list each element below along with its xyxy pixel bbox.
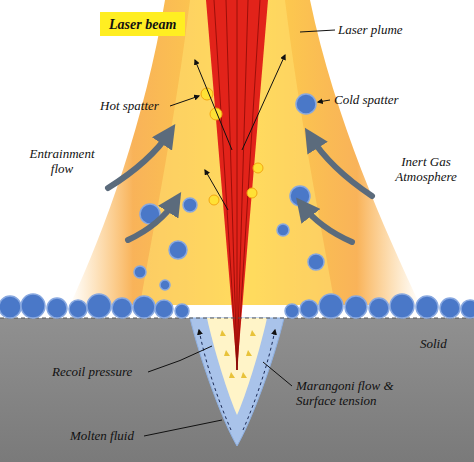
callout-label: Laser plume (338, 22, 403, 37)
box-label: Laser beam (109, 17, 176, 32)
callout-label: Marangoni flow & Surface tension (296, 378, 416, 408)
callout-label: Recoil pressure (52, 364, 132, 379)
callout-label: Hot spatter (100, 98, 159, 113)
callout-label: Inert Gas Atmosphere (382, 154, 470, 184)
callout-label: Solid (420, 336, 447, 351)
label-box: Laser beam (100, 12, 185, 36)
callout-label: Cold spatter (334, 92, 399, 107)
callout-label: Molten fluid (70, 428, 134, 443)
callout-label: Entrainment flow (20, 146, 104, 176)
